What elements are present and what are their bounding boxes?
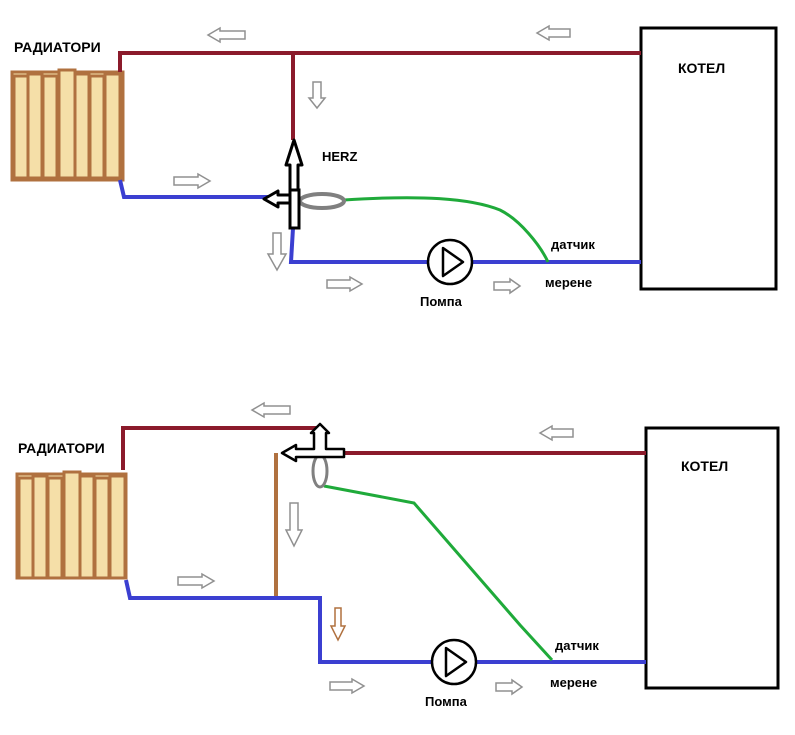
top-sensor-wire <box>343 196 550 263</box>
top-pump-label: Помпа <box>420 294 462 309</box>
top-supply-pipe <box>118 51 641 72</box>
top-boiler-box <box>639 26 778 291</box>
bottom-pump-icon <box>430 638 478 686</box>
flow-arrow-icon <box>535 24 571 42</box>
top-radiators-label: РАДИАТОРИ <box>14 39 101 55</box>
top-return-pipe-boiler <box>288 227 428 264</box>
bottom-boiler-box <box>644 426 780 690</box>
flow-arrow-icon <box>326 275 364 293</box>
flow-arrow-icon <box>329 607 347 642</box>
bottom-sensor-label: датчик <box>555 638 599 653</box>
flow-arrow-icon <box>173 172 212 190</box>
bottom-measure-label: мерене <box>550 675 598 690</box>
bottom-flow-arrows <box>177 401 574 696</box>
top-three-way-valve-icon <box>262 138 346 230</box>
bottom-diagram <box>15 401 780 696</box>
top-return-pipe-radiator <box>118 179 268 199</box>
flow-arrow-icon <box>177 572 216 590</box>
top-flow-arrows <box>173 24 571 295</box>
bottom-boiler-label: КОТЕЛ <box>681 458 729 474</box>
top-diagram <box>10 24 778 295</box>
bottom-return-pipe <box>124 579 432 664</box>
flow-arrow-icon <box>495 678 524 696</box>
flow-arrow-icon <box>329 677 366 695</box>
flow-arrow-icon <box>493 277 522 295</box>
top-valve-label: HERZ <box>322 149 358 164</box>
bottom-radiator-icon <box>15 470 128 580</box>
flow-arrow-icon <box>538 424 574 442</box>
bottom-pump-label: Помпа <box>425 694 467 709</box>
top-sensor-label: датчик <box>551 237 595 252</box>
bottom-radiators-label: РАДИАТОРИ <box>18 440 105 456</box>
top-measure-label: мерене <box>545 275 593 290</box>
flow-arrow-icon <box>250 401 291 419</box>
top-pump-icon <box>426 238 474 286</box>
flow-arrow-icon <box>307 81 327 110</box>
flow-arrow-icon <box>284 502 304 548</box>
top-boiler-label: КОТЕЛ <box>678 60 726 76</box>
bottom-sensor-wire <box>323 484 554 662</box>
top-radiator-icon <box>10 68 125 182</box>
flow-arrow-icon <box>206 26 246 44</box>
bottom-three-way-valve-icon <box>280 422 346 489</box>
flow-arrow-icon <box>266 232 288 272</box>
